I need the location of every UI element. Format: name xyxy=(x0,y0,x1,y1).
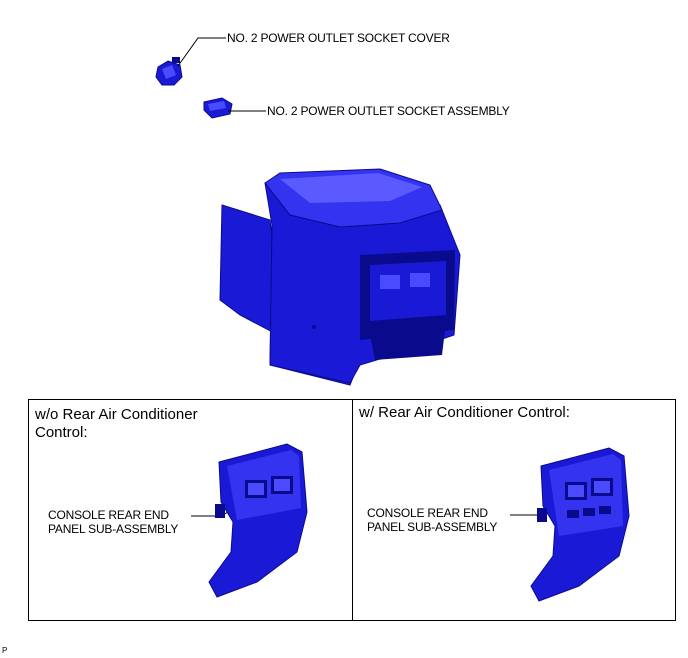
panel-title-with-rear-ac: w/ Rear Air Conditioner Control: xyxy=(359,404,570,421)
callout-left: CONSOLE REAR END PANEL SUB-ASSEMBLY xyxy=(48,508,179,536)
callout-right: CONSOLE REAR END PANEL SUB-ASSEMBLY xyxy=(367,506,498,534)
socket-cover-part xyxy=(155,57,183,86)
socket-cover-leader xyxy=(177,37,226,67)
console-box-part xyxy=(219,168,461,386)
socket-assembly-label: NO. 2 POWER OUTLET SOCKET ASSEMBLY xyxy=(267,104,510,118)
panel-with-rear-ac: w/ Rear Air Conditioner Control: CONSOLE… xyxy=(352,399,676,621)
socket-assembly-part xyxy=(203,97,233,119)
rear-panel-part-left xyxy=(208,443,308,598)
panel-title-without-rear-ac: w/o Rear Air Conditioner Control: xyxy=(35,406,198,441)
socket-cover-label: NO. 2 POWER OUTLET SOCKET COVER xyxy=(227,31,450,45)
footer-mark: P xyxy=(2,646,8,655)
rear-panel-part-right xyxy=(530,447,630,602)
panel-without-rear-ac: w/o Rear Air Conditioner Control: CONSOL… xyxy=(28,399,353,621)
socket-assembly-leader xyxy=(228,110,266,112)
